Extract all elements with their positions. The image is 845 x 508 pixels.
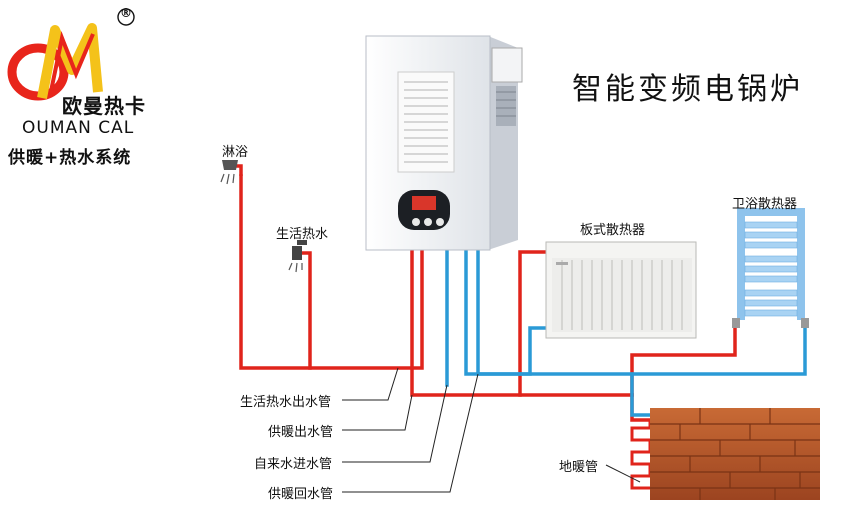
- brand-name-en: OUMAN CAL: [22, 118, 135, 138]
- brand-logo: [7, 8, 135, 101]
- legend-heating-return: 供暖回水管: [268, 487, 334, 502]
- floor-heating-coil: [630, 420, 652, 490]
- legend-heating-supply: 供暖出水管: [268, 425, 334, 440]
- label-hot-water-tap: 生活热水: [276, 227, 329, 242]
- brand-slogan: 供暖+热水系统: [8, 148, 132, 168]
- shower-icon: [220, 160, 243, 185]
- panel-radiator-supply: [518, 250, 548, 397]
- diagram-title: 智能变频电锅炉: [572, 72, 803, 107]
- legend-tap-water-inlet: 自来水进水管: [254, 457, 333, 472]
- cold-pipes: [445, 238, 807, 417]
- label-floor-heating: 地暖管: [559, 460, 599, 475]
- panel-radiator: [545, 241, 697, 339]
- heating-return-pipe: [476, 238, 807, 376]
- registered-mark-circle: [117, 8, 135, 26]
- label-shower: 淋浴: [222, 145, 249, 160]
- legend-leaders: [342, 367, 641, 493]
- tap-icon: [288, 240, 307, 273]
- label-panel-radiator: 板式散热器: [580, 223, 646, 238]
- floor-return: [630, 372, 660, 417]
- label-bath-radiator: 卫浴散热器: [732, 197, 798, 212]
- registered-mark: ®: [120, 6, 132, 20]
- floor-heating-wood: [650, 408, 820, 500]
- tap-branch-pipe: [298, 251, 312, 370]
- bath-radiator: [732, 208, 809, 328]
- boiler-unit: [365, 35, 523, 251]
- domestic-hot-pipe: [239, 174, 424, 370]
- legend-domestic-hot-outlet: 生活热水出水管: [240, 395, 332, 410]
- brand-name-cn: 欧曼热卡: [62, 94, 146, 118]
